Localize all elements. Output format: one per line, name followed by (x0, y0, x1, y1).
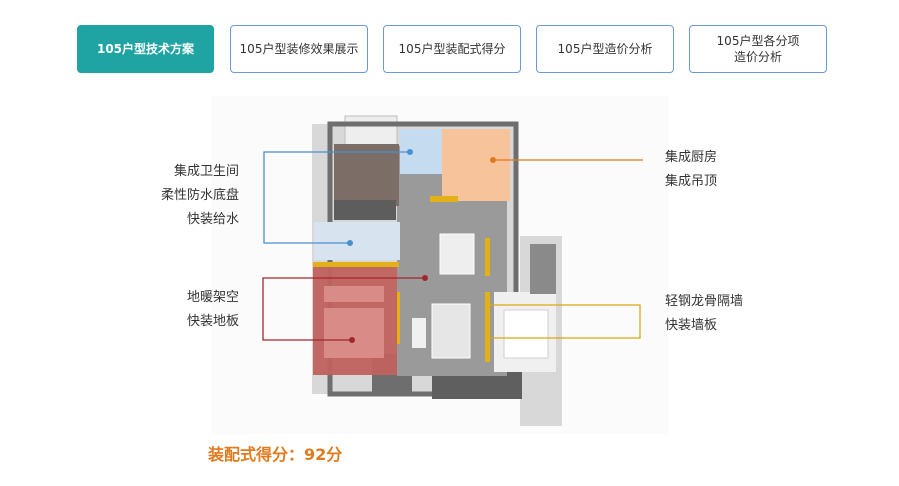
tab-item-cost-analysis[interactable]: 105户型各分项 造价分析 (689, 25, 827, 73)
kitchen-highlight (442, 129, 510, 201)
wall-highlight-v2 (485, 238, 490, 276)
tab-prefab-score[interactable]: 105户型装配式得分 (383, 25, 521, 73)
tab-label: 105户型装配式得分 (398, 42, 506, 56)
callout-wall: 轻钢龙骨隔墙 快装墙板 (665, 290, 743, 338)
tab-label: 105户型技术方案 (96, 42, 195, 56)
tab-technical-plan[interactable]: 105户型技术方案 (77, 25, 214, 73)
bathroom-highlight-upper (400, 129, 442, 174)
callout-line: 轻钢龙骨隔墙 (665, 294, 744, 309)
callout-bathroom: 集成卫生间 柔性防水底盘 快装给水 (161, 160, 239, 232)
tab-label: 105户型装修效果展示 (239, 42, 359, 56)
callout-floor: 地暖架空 快装地板 (187, 286, 239, 334)
callout-line: 集成卫生间 (173, 164, 239, 179)
tab-label: 105户型造价分析 (557, 42, 653, 56)
callout-line: 集成吊顶 (665, 174, 718, 189)
prefab-score-text: 装配式得分：92分 (208, 445, 343, 464)
callout-line: 快装地板 (186, 314, 239, 329)
tab-label: 105户型各分项 造价分析 (716, 34, 800, 64)
tab-cost-analysis[interactable]: 105户型造价分析 (536, 25, 674, 73)
wall-highlight-h (313, 262, 399, 267)
tab-decoration-effect[interactable]: 105户型装修效果展示 (230, 25, 368, 73)
callout-line: 快装给水 (186, 212, 239, 227)
bathroom-highlight-lower (314, 222, 400, 260)
callout-kitchen: 集成厨房 集成吊顶 (665, 146, 717, 194)
callout-line: 快装墙板 (665, 318, 718, 333)
tab-bar: 105户型技术方案 105户型装修效果展示 105户型装配式得分 105户型造价… (0, 0, 899, 80)
callout-line: 地暖架空 (186, 290, 239, 305)
floor-plan-drawing (312, 115, 562, 426)
floor-plan-image (212, 96, 668, 434)
callout-line: 集成厨房 (665, 150, 718, 165)
callout-line: 柔性防水底盘 (160, 188, 239, 203)
wall-highlight-v3 (485, 292, 490, 362)
